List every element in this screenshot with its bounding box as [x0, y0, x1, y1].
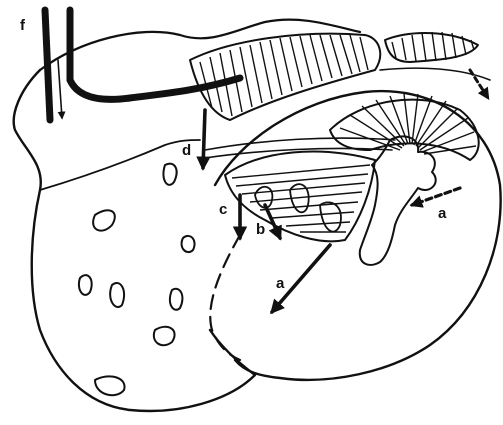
- label-f: f: [20, 17, 26, 34]
- label-a-right: a: [438, 205, 447, 222]
- inner-ridge-line: [40, 140, 200, 190]
- arrow-a-right: [412, 188, 460, 205]
- lower-hatched-bundle: [205, 138, 395, 241]
- arrow-top-right: [470, 70, 488, 98]
- label-c: c: [219, 201, 227, 218]
- upper-hatched-band: [190, 34, 380, 120]
- scattered-blobs: [79, 164, 195, 396]
- arrow-d: [203, 110, 205, 168]
- label-a-center: a: [276, 275, 285, 292]
- label-b: b: [256, 221, 265, 238]
- middle-hatched-fan: [330, 94, 479, 160]
- dashed-boundary: [210, 235, 240, 360]
- central-stalk: [360, 136, 436, 264]
- label-d: d: [182, 142, 191, 159]
